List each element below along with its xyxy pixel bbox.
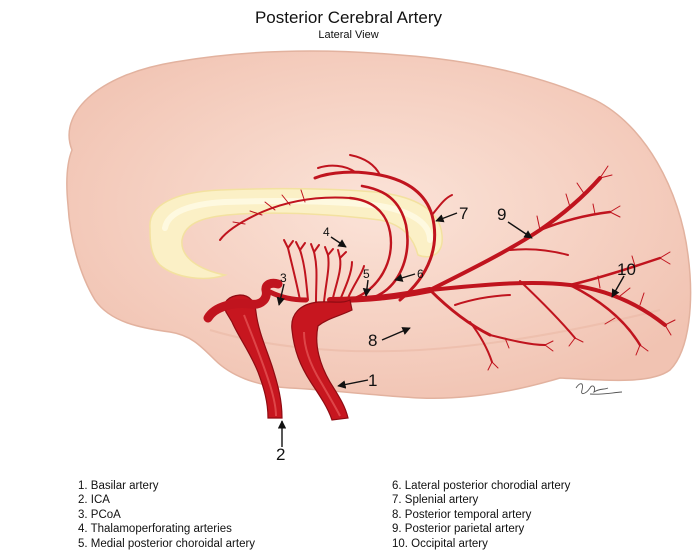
legend-item-posterior-parietal: 9. Posterior parietal artery <box>392 522 570 536</box>
callout-4: 4 <box>323 225 330 239</box>
callout-10: 10 <box>617 260 636 279</box>
callout-3: 3 <box>280 271 287 285</box>
legend-item-medial-choroidal: 5. Medial posterior choroidal artery <box>78 537 255 551</box>
legend-item-posterior-temporal: 8. Posterior temporal artery <box>392 508 570 522</box>
legend-left: 1. Basilar artery 2. ICA 3. PCoA 4. Thal… <box>78 479 255 551</box>
callout-2: 2 <box>276 445 285 464</box>
legend-item-occipital: 10. Occipital artery <box>392 537 570 551</box>
callout-5: 5 <box>363 267 370 281</box>
callout-7: 7 <box>459 204 468 223</box>
artist-signature <box>576 384 622 395</box>
callout-9: 9 <box>497 205 506 224</box>
legend-item-splenial: 7. Splenial artery <box>392 493 570 507</box>
callout-6: 6 <box>417 267 424 281</box>
callout-8: 8 <box>368 331 377 350</box>
legend-item-pcoa: 3. PCoA <box>78 508 255 522</box>
legend-right: 6. Lateral posterior chorodial artery 7.… <box>392 479 570 551</box>
legend-item-thalamoperforating: 4. Thalamoperforating arteries <box>78 522 255 536</box>
callout-1: 1 <box>368 371 377 390</box>
legend-item-lateral-choroidal: 6. Lateral posterior chorodial artery <box>392 479 570 493</box>
legend-item-ica: 2. ICA <box>78 493 255 507</box>
legend-item-basilar: 1. Basilar artery <box>78 479 255 493</box>
brain-illustration: 1 2 3 4 5 6 7 8 9 10 <box>0 0 697 470</box>
